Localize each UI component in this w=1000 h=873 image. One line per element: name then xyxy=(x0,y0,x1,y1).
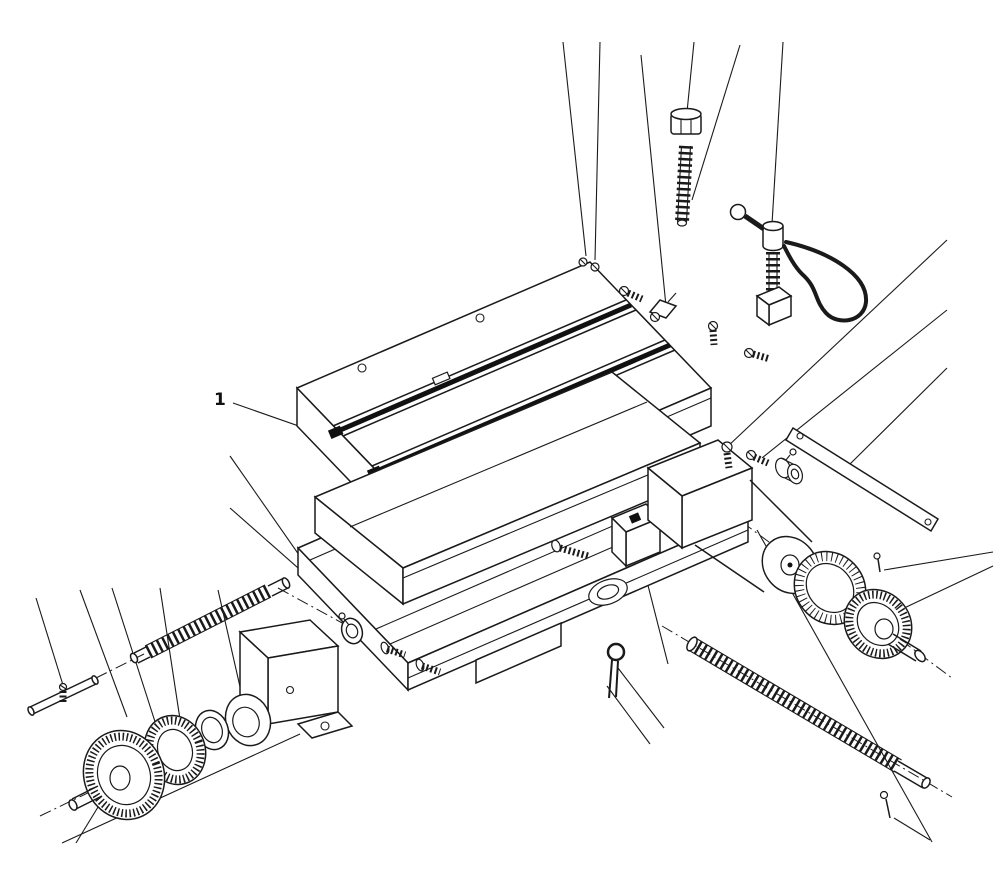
handwheel-left xyxy=(68,709,230,821)
leader-line xyxy=(61,733,301,844)
threaded-stud xyxy=(675,145,693,227)
lead-screw-left xyxy=(129,577,291,664)
base-front-step-line xyxy=(407,529,749,679)
housing-bore-center xyxy=(787,562,793,568)
lug-hole xyxy=(320,721,330,731)
leader-line xyxy=(159,587,184,740)
hold-down-screw xyxy=(707,320,719,346)
counterbore-hole xyxy=(588,578,628,606)
collar-screw xyxy=(338,612,346,620)
t-slot-groove-shadow xyxy=(337,302,632,434)
t-slot-groove xyxy=(342,309,637,437)
clamp-handle-assembly xyxy=(729,203,869,327)
handle-lever xyxy=(743,213,766,232)
t-slot-groove xyxy=(332,299,627,427)
leader-line xyxy=(606,685,651,745)
leader-line xyxy=(899,565,994,611)
handwheel-right xyxy=(793,550,926,663)
clamp-pad xyxy=(648,292,678,323)
saddle-screws xyxy=(721,441,804,485)
leader-line xyxy=(594,41,601,261)
grub-screw xyxy=(415,658,442,676)
t-slot-end-cutout xyxy=(327,425,344,439)
leader-line xyxy=(640,54,667,307)
table-slot-mark xyxy=(431,371,451,386)
table-hole xyxy=(475,313,485,323)
leader-line xyxy=(691,44,741,201)
split-pin xyxy=(606,642,626,699)
retaining-pin xyxy=(879,790,891,819)
strip-hole xyxy=(796,432,804,440)
clamp-wire-hook xyxy=(782,240,869,323)
nut-block-slot xyxy=(628,512,642,524)
bracket-lug xyxy=(296,711,354,739)
knurled-handwheel xyxy=(82,729,166,821)
leader-line xyxy=(883,551,994,571)
handle-ball xyxy=(729,203,747,221)
screw-end xyxy=(686,636,698,652)
grub-screw xyxy=(380,641,407,659)
wheel-shaft xyxy=(68,785,103,811)
bearing-bracket xyxy=(224,619,354,747)
housing-cylinder-bottom xyxy=(694,544,765,593)
screw-shaft xyxy=(271,587,289,597)
screw-shaft xyxy=(897,760,928,779)
hold-down-screw xyxy=(743,347,771,363)
part-label-1: 1 xyxy=(214,390,226,410)
leadscrew-nut-block xyxy=(610,503,662,568)
bracket-hole xyxy=(285,685,295,695)
shaft-collar xyxy=(338,612,364,645)
t-nut xyxy=(755,286,793,327)
leader-line xyxy=(771,41,784,225)
wheel-shaft xyxy=(887,633,926,663)
leader-line xyxy=(617,667,665,729)
leader-line xyxy=(562,41,587,257)
hold-down-screw xyxy=(618,285,644,303)
table-hole xyxy=(357,363,367,373)
hold-down-screw xyxy=(745,449,770,467)
screw-shaft xyxy=(893,770,924,789)
bracket-front-face xyxy=(267,645,339,725)
collar-pinch-screw xyxy=(789,448,797,456)
saddle-slide xyxy=(313,371,702,606)
handle-boss xyxy=(762,220,784,252)
leader-line xyxy=(726,239,948,448)
hex-nut-and-stud xyxy=(670,107,702,227)
screw-shaft xyxy=(267,577,285,587)
wheel-hub xyxy=(109,765,131,791)
base-front-face xyxy=(407,513,749,692)
lead-screw-right xyxy=(686,636,931,819)
leader-line xyxy=(686,41,695,113)
leader-line xyxy=(847,367,948,467)
clamp-collar xyxy=(774,448,804,485)
leader-line xyxy=(35,597,64,686)
hold-down-screw xyxy=(721,441,733,469)
support-strip xyxy=(784,426,940,533)
housing-left-face xyxy=(647,466,683,550)
t-slot-groove xyxy=(371,339,666,467)
base-foot xyxy=(475,621,562,685)
saddle-gib-line xyxy=(349,401,648,528)
clamp-stud xyxy=(766,252,780,292)
strip-hole xyxy=(924,518,932,526)
housing-cylinder-top xyxy=(749,479,813,543)
corner-screw xyxy=(578,257,600,272)
dial-pin xyxy=(873,552,881,573)
center-line xyxy=(661,625,953,798)
knurled-handwheel xyxy=(843,588,913,660)
screw-tip xyxy=(137,656,151,664)
screw-tip xyxy=(133,646,147,654)
hex-nut xyxy=(670,107,702,135)
leader-line xyxy=(79,589,128,718)
set-screw xyxy=(58,682,68,704)
wheel-hub xyxy=(874,618,894,640)
leader-line xyxy=(893,817,931,841)
bracket-bore xyxy=(232,706,260,738)
